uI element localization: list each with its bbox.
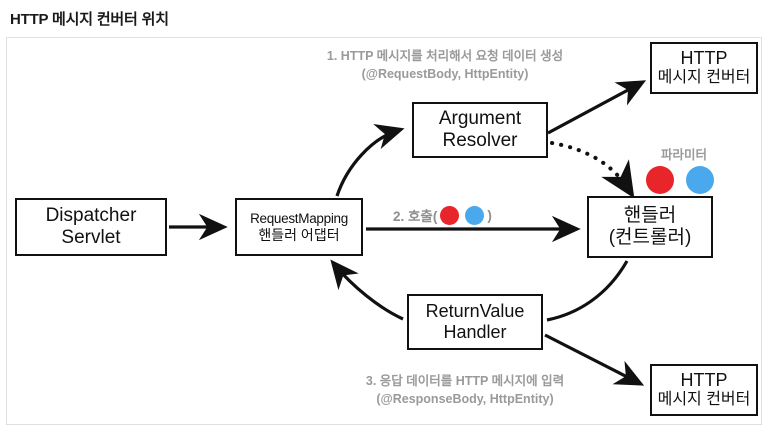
box-message-converter-top: HTTP 메시지 컨버터: [650, 42, 758, 94]
call-blue-dot-icon: [465, 205, 485, 225]
annotation-step2-suffix: ): [487, 207, 492, 223]
annotation-step1-line1: 1. HTTP 메시지를 처리해서 요청 데이터 생성: [326, 49, 564, 63]
box-handler-controller-line1: 핸들러: [623, 205, 677, 227]
box-handler-adapter-line1: RequestMapping: [250, 210, 348, 226]
annotation-step1-line2: (@RequestBody, HttpEntity): [361, 67, 529, 82]
box-dispatcher-servlet-line2: Servlet: [61, 227, 121, 248]
box-dispatcher-servlet: Dispatcher Servlet: [15, 198, 167, 256]
connector-layer: [169, 80, 647, 386]
arrow-argument-resolver-to-handler-dotted: [550, 141, 635, 199]
box-message-converter-top-line2: 메시지 컨버터: [657, 69, 751, 87]
box-handler-adapter-line2: 핸들러 어댑터: [258, 227, 340, 244]
arrow-handler-to-return-value-handler: [546, 260, 629, 322]
box-return-value-handler-line2: Handler: [443, 322, 507, 342]
call-red-dot-icon: [440, 205, 460, 225]
arrow-adapter-to-argument-resolver: [335, 123, 405, 197]
page-title: HTTP 메시지 컨버터 위치: [10, 11, 169, 28]
box-argument-resolver: Argument Resolver: [412, 102, 548, 158]
box-message-converter-bottom-line2: 메시지 컨버터: [657, 391, 751, 409]
annotation-step1: 1. HTTP 메시지를 처리해서 요청 데이터 생성 (@RequestBod…: [295, 47, 595, 83]
arrow-return-value-handler-to-converter-bottom: [544, 333, 645, 386]
box-message-converter-top-line1: HTTP: [680, 48, 728, 69]
parameter-label: 파라미터: [660, 148, 707, 162]
diagram-canvas: Dispatcher Servlet RequestMapping 핸들러 어댑…: [6, 37, 762, 425]
box-argument-resolver-line2: Resolver: [442, 130, 518, 151]
parameter-red-dot-icon: [646, 166, 674, 194]
box-handler-adapter: RequestMapping 핸들러 어댑터: [235, 198, 363, 256]
annotation-step2-prefix: 2. 호출(: [393, 209, 438, 224]
parameter-blue-dot-icon: [686, 166, 714, 194]
arrow-argument-resolver-to-converter-top: [547, 80, 647, 135]
box-return-value-handler: ReturnValue Handler: [407, 294, 543, 350]
box-dispatcher-servlet-line1: Dispatcher: [45, 205, 137, 227]
diagram-content: Dispatcher Servlet RequestMapping 핸들러 어댑…: [7, 38, 761, 424]
box-handler-controller-line2: (컨트롤러): [608, 227, 692, 248]
box-message-converter-bottom-line1: HTTP: [680, 370, 728, 391]
annotation-step3-line1: 3. 응답 데이터를 HTTP 메시지에 입력: [365, 374, 565, 388]
box-argument-resolver-line1: Argument: [438, 108, 522, 130]
box-return-value-handler-line1: ReturnValue: [425, 301, 525, 322]
box-handler-controller: 핸들러 (컨트롤러): [587, 196, 713, 258]
annotation-step2: 2. 호출( ): [393, 205, 492, 225]
arrow-return-value-handler-to-adapter: [330, 259, 404, 321]
box-message-converter-bottom: HTTP 메시지 컨버터: [650, 364, 758, 416]
annotation-step3-line2: (@ResponseBody, HttpEntity): [376, 392, 554, 407]
annotation-step3: 3. 응답 데이터를 HTTP 메시지에 입력 (@ResponseBody, …: [315, 372, 615, 408]
